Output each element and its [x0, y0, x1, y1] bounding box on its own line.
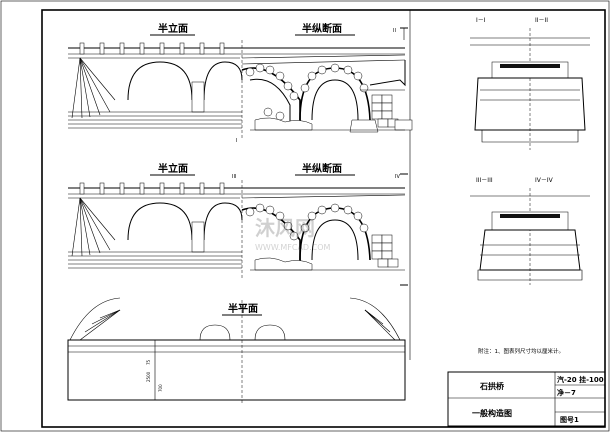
title-block: 石拱桥 汽-20 挂-100 净－7 一般构造图 图号1	[447, 371, 606, 427]
top-elevation-view: 半立面 半纵断面	[68, 22, 413, 144]
title-project: 石拱桥	[479, 381, 505, 391]
plan-deck	[67, 339, 406, 401]
section-title-plan: 半平面	[228, 302, 258, 315]
elevation-arch-left-mid	[127, 202, 193, 241]
stone-arch-ring-top	[241, 63, 371, 125]
section-mark-IV: IV	[395, 174, 400, 180]
cross-section-label-IV: IV－IV	[535, 177, 554, 184]
cross-section-top: I－I II－II	[470, 17, 590, 150]
section-mark-I: I	[236, 138, 237, 144]
plan-dim-c: 700	[158, 384, 163, 392]
cross-section-label-I: I－I	[476, 17, 486, 24]
cross-section-label-II: II－II	[535, 17, 548, 24]
title-drawing-number: 图号1	[560, 415, 579, 424]
plan-dim-a: 75	[146, 359, 151, 365]
watermark-text: 沐风网	[255, 216, 315, 240]
watermark-url: WWW.MFCAD.COM	[255, 243, 331, 252]
abutment-slope-top	[71, 57, 116, 119]
stone-arch-ring-mid	[241, 203, 371, 265]
section-title-elevation-mid: 半立面	[158, 162, 188, 175]
plan-dim-b: 2500	[146, 371, 151, 382]
cross-section-bottom: III－III IV－IV	[470, 177, 590, 285]
title-load-rating: 汽-20 挂-100	[557, 375, 604, 384]
elevation-arch-right	[203, 61, 243, 101]
title-drawing-name: 一般构造图	[472, 408, 512, 418]
section-mark-II-top: II	[393, 28, 396, 34]
railing-posts-top	[79, 42, 225, 55]
watermark: 沐风网 WWW.MFCAD.COM	[255, 216, 331, 252]
section-title-longitudinal-mid: 半纵断面	[302, 162, 342, 175]
middle-elevation-view: 半立面 半纵断面	[68, 162, 408, 286]
railing-posts-mid	[79, 182, 225, 195]
plan-fan-left	[79, 309, 121, 341]
section-title-elevation-top: 半立面	[158, 22, 188, 35]
plan-fan-right	[364, 309, 396, 341]
title-net-width: 净－7	[557, 388, 576, 397]
abutment-slope-mid	[71, 197, 116, 257]
section-title-longitudinal-top: 半纵断面	[302, 22, 342, 35]
half-plan-view: 半平面 75 2500 700	[67, 297, 406, 405]
cross-section-label-III: III－III	[476, 177, 493, 184]
inner-frame	[41, 9, 606, 428]
elevation-arch-left	[127, 61, 193, 101]
drawing-note: 附注：1、图表列尺寸均以厘米计。	[478, 347, 564, 355]
section-mark-III: III	[232, 174, 236, 180]
